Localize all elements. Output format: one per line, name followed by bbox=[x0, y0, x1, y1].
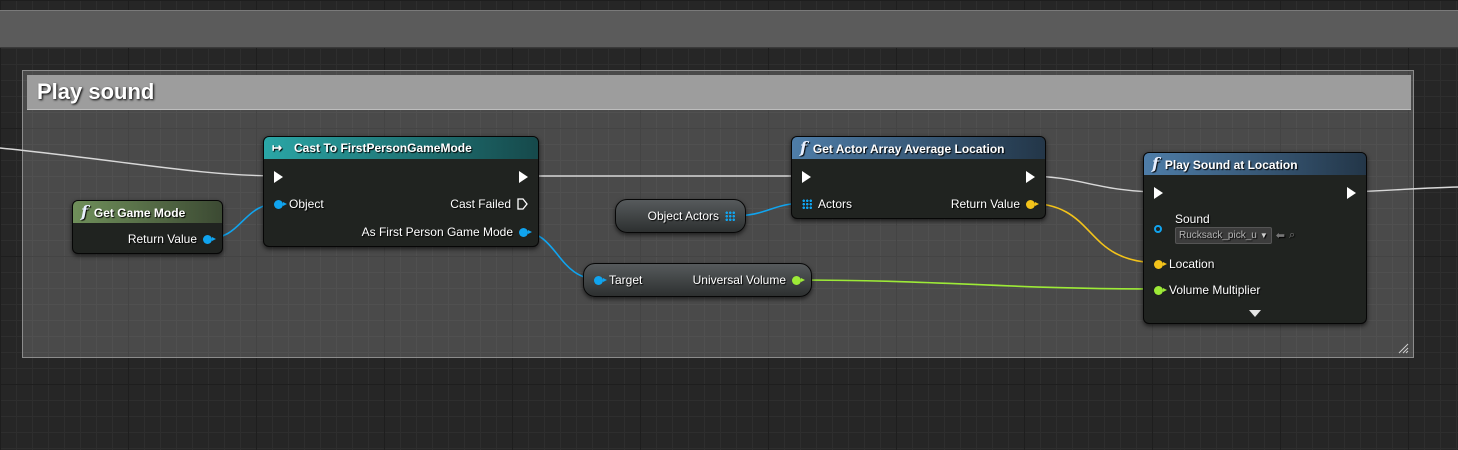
cast-failed-pin[interactable]: Cast Failed bbox=[450, 196, 528, 212]
as-game-mode-pin[interactable]: As First Person Game Mode bbox=[361, 224, 532, 240]
array-grid-icon[interactable] bbox=[725, 211, 735, 221]
sound-label-row: Sound bbox=[1175, 211, 1210, 227]
location-label: Location bbox=[1169, 257, 1215, 271]
object-actors-label: Object Actors bbox=[647, 209, 719, 223]
float-pin-icon[interactable] bbox=[1154, 285, 1167, 295]
volume-multiplier-label: Volume Multiplier bbox=[1169, 283, 1261, 297]
play-sound-header[interactable]: f Play Sound at Location bbox=[1144, 153, 1366, 175]
exec-in-pin[interactable] bbox=[274, 169, 283, 185]
universal-volume-pin[interactable]: Universal Volume bbox=[692, 272, 805, 288]
return-value-label: Return Value bbox=[127, 232, 197, 246]
exec-pin-icon[interactable] bbox=[274, 171, 283, 183]
exec-pin-icon[interactable] bbox=[802, 171, 811, 183]
dropdown-arrow-icon: ▼ bbox=[1259, 230, 1268, 240]
get-game-mode-node[interactable]: f Get Game Mode Return Value bbox=[72, 200, 223, 254]
vector-wire-location bbox=[1025, 202, 1162, 264]
exec-pin-icon[interactable] bbox=[517, 198, 528, 210]
object-label: Object bbox=[289, 197, 324, 211]
object-pin-icon[interactable] bbox=[274, 199, 287, 209]
sound-asset-dropdown[interactable]: Rucksack_pick_u ▼ bbox=[1175, 226, 1272, 244]
exec-wire-in bbox=[0, 147, 281, 177]
cast-title: Cast To FirstPersonGameMode bbox=[294, 141, 472, 155]
exec-out-pin[interactable] bbox=[519, 169, 528, 185]
array-grid-icon[interactable] bbox=[802, 199, 812, 209]
play-sound-node[interactable]: f Play Sound at Location Sound Rucksack_p… bbox=[1143, 152, 1367, 324]
location-pin[interactable]: Location bbox=[1154, 256, 1214, 272]
cast-failed-label: Cast Failed bbox=[450, 197, 511, 211]
vector-pin-icon[interactable] bbox=[1026, 199, 1039, 209]
cast-header[interactable]: ↦ Cast To FirstPersonGameMode bbox=[264, 137, 538, 159]
return-value-pin[interactable]: Return Value bbox=[950, 196, 1039, 212]
comment-title: Play sound bbox=[37, 79, 155, 104]
graph-top-band bbox=[0, 10, 1458, 48]
function-icon: f bbox=[1152, 154, 1159, 173]
sound-asset-value: Rucksack_pick_u bbox=[1179, 229, 1257, 241]
exec-in-pin[interactable] bbox=[802, 169, 811, 185]
function-icon: f bbox=[800, 138, 807, 157]
object-pin-icon[interactable] bbox=[519, 227, 532, 237]
float-pin-icon[interactable] bbox=[792, 275, 805, 285]
function-icon: f bbox=[81, 202, 88, 221]
object-pin-icon[interactable] bbox=[594, 275, 607, 285]
get-game-mode-title: Get Game Mode bbox=[93, 206, 186, 220]
exec-out-pin[interactable] bbox=[1347, 185, 1356, 201]
exec-in-pin[interactable] bbox=[1154, 185, 1163, 201]
volume-multiplier-pin[interactable]: Volume Multiplier bbox=[1154, 282, 1260, 298]
target-label: Target bbox=[609, 273, 643, 287]
universal-volume-label: Universal Volume bbox=[692, 273, 786, 287]
resize-grip-icon[interactable] bbox=[1397, 342, 1409, 354]
play-sound-title: Play Sound at Location bbox=[1164, 158, 1298, 172]
object-pin-icon[interactable] bbox=[1154, 225, 1162, 233]
exec-pin-icon[interactable] bbox=[519, 171, 528, 183]
expand-arrow-icon[interactable] bbox=[1249, 310, 1261, 317]
object-pin-icon[interactable] bbox=[203, 234, 216, 244]
cast-icon: ↦ bbox=[272, 141, 283, 155]
target-pin[interactable]: Target bbox=[594, 272, 642, 288]
object-actors-pin[interactable]: Object Actors bbox=[648, 208, 735, 224]
object-pin[interactable]: Object bbox=[274, 196, 324, 212]
browse-icon[interactable]: ⬅ bbox=[1275, 229, 1285, 242]
sound-pin[interactable] bbox=[1154, 221, 1162, 237]
exec-out-pin[interactable] bbox=[1026, 169, 1035, 185]
sound-label: Sound bbox=[1175, 212, 1210, 226]
object-actors-node[interactable]: Object Actors bbox=[615, 199, 746, 233]
sound-asset-row[interactable]: Rucksack_pick_u ▼ ⬅ ⌕ bbox=[1175, 226, 1296, 244]
as-game-mode-label: As First Person Game Mode bbox=[361, 225, 513, 239]
exec-wire-avg-to-sound bbox=[1026, 175, 1161, 193]
return-value-pin[interactable]: Return Value bbox=[127, 231, 216, 247]
search-icon[interactable]: ⌕ bbox=[1288, 228, 1296, 241]
exec-pin-icon[interactable] bbox=[1154, 187, 1163, 199]
cast-node[interactable]: ↦ Cast To FirstPersonGameMode Object Cast… bbox=[263, 136, 539, 247]
get-average-location-title: Get Actor Array Average Location bbox=[812, 142, 1005, 156]
get-average-location-node[interactable]: f Get Actor Array Average Location Actors… bbox=[791, 136, 1046, 219]
return-value-label: Return Value bbox=[950, 197, 1020, 211]
get-game-mode-header[interactable]: f Get Game Mode bbox=[73, 201, 222, 223]
get-average-location-header[interactable]: f Get Actor Array Average Location bbox=[792, 137, 1045, 159]
exec-pin-icon[interactable] bbox=[1026, 171, 1035, 183]
universal-volume-node[interactable]: Target Universal Volume bbox=[583, 263, 812, 297]
actors-label: Actors bbox=[818, 197, 853, 211]
actors-pin[interactable]: Actors bbox=[802, 196, 852, 212]
float-wire-volume bbox=[791, 279, 1162, 290]
vector-pin-icon[interactable] bbox=[1154, 259, 1167, 269]
exec-pin-icon[interactable] bbox=[1347, 187, 1356, 199]
comment-header[interactable]: Play sound bbox=[27, 75, 1411, 110]
